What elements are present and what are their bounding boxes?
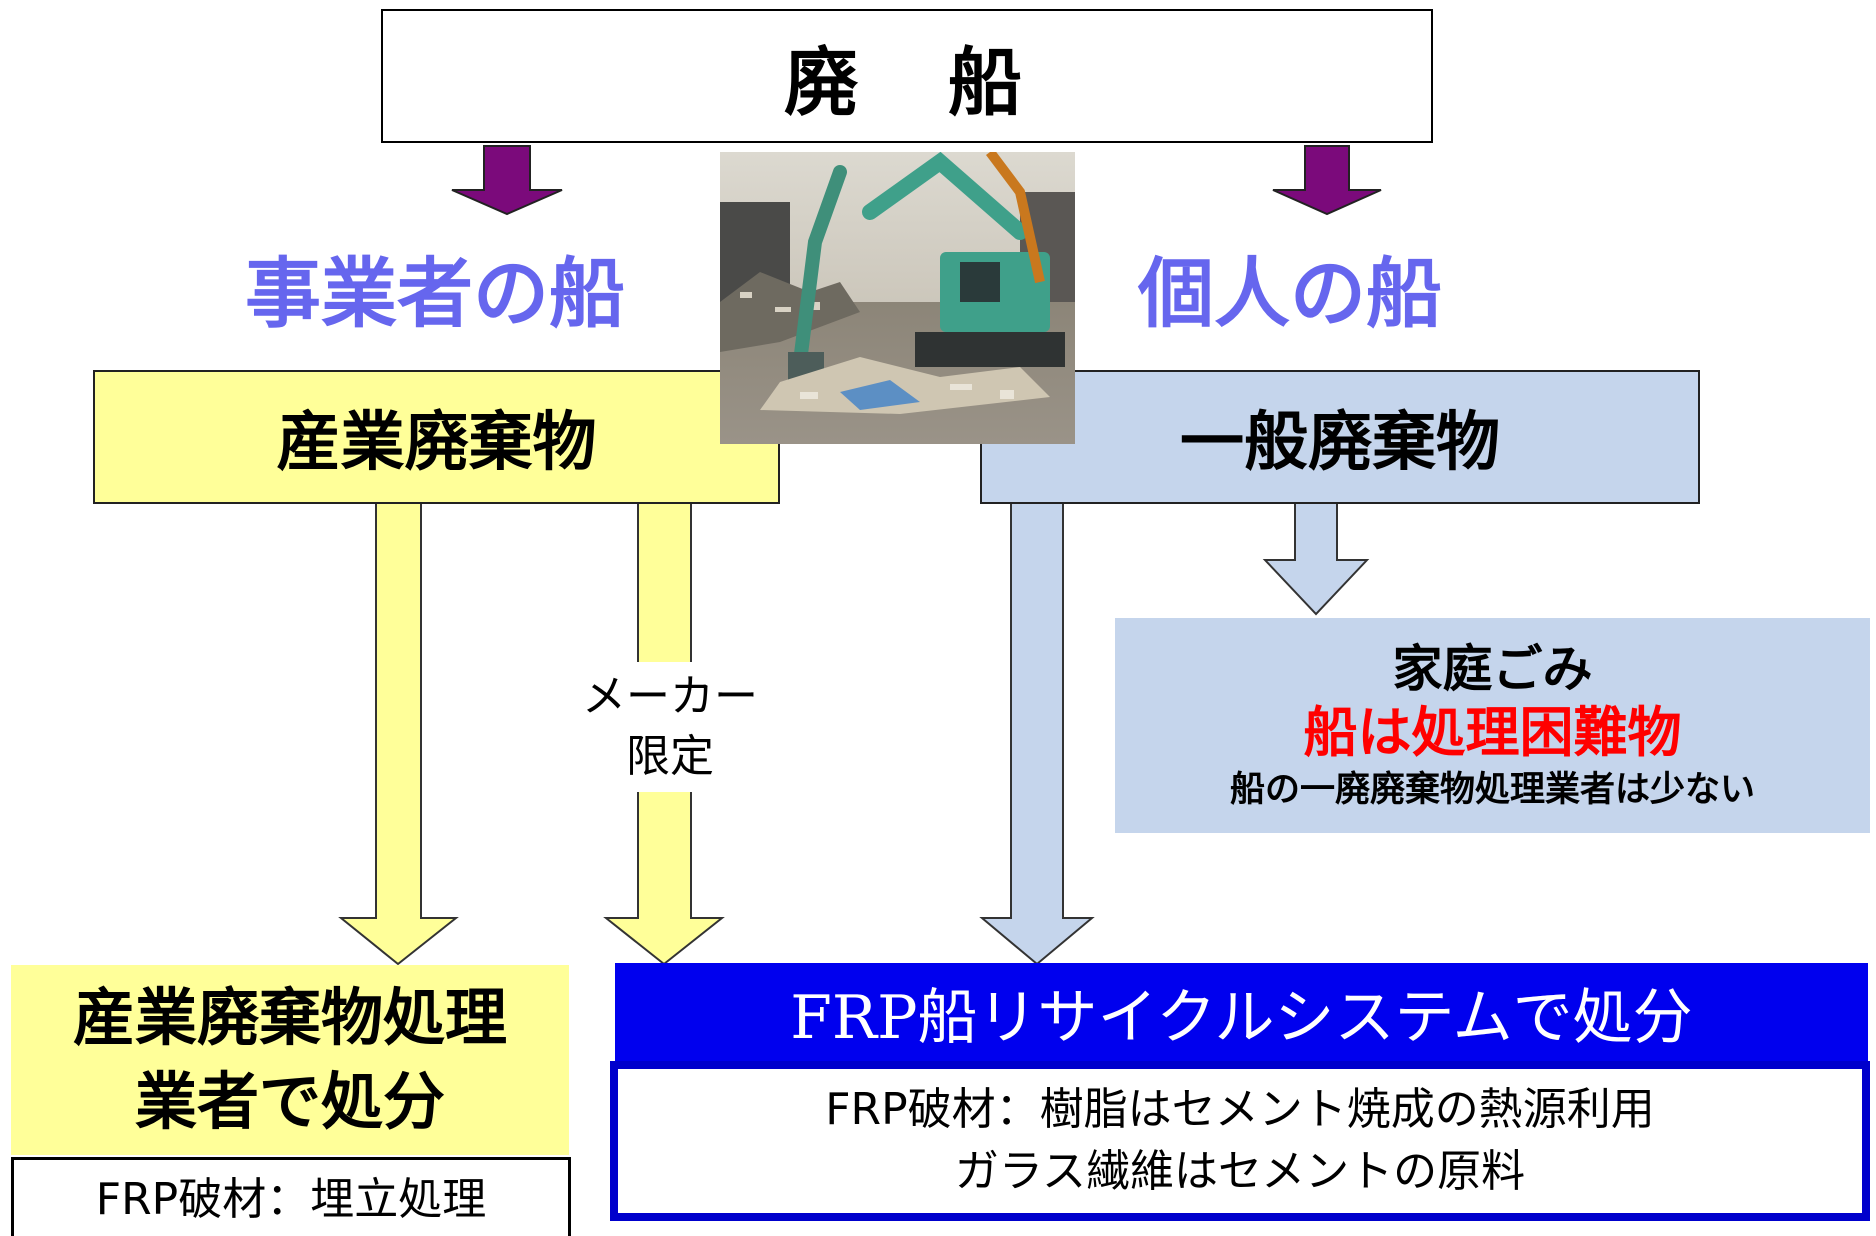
frp-detail-glass-fiber: ガラス繊維はセメントの原料 — [954, 1146, 1526, 1197]
general-waste-box: 一般廃棄物 — [980, 370, 1700, 504]
business-ship-label: 事業者の船 — [245, 249, 625, 338]
difficult-waste-warning: 船は処理困難物 — [1303, 700, 1682, 764]
industrial-waste-label: 産業廃棄物 — [276, 406, 597, 480]
page-title-text: 廃 船 — [784, 39, 1030, 126]
few-processors-note: 船の一廃廃棄物処理業者は少ない — [1229, 769, 1755, 810]
landfill-note-box: FRP破材：埋立処理 — [11, 1157, 571, 1236]
arrow-industrial-to-processor — [338, 502, 459, 966]
excavator-scrapyard-image — [720, 149, 1075, 444]
arrow-title-to-business — [451, 145, 563, 216]
arrow-title-to-personal — [1272, 145, 1382, 216]
frp-detail-resin: FRP破材：樹脂はセメント焼成の熱源利用 — [825, 1084, 1655, 1135]
frp-recycling-details-box: FRP破材：樹脂はセメント焼成の熱源利用 ガラス繊維はセメントの原料 — [610, 1061, 1870, 1221]
industrial-processor-line1: 産業廃棄物処理 — [72, 981, 507, 1054]
page-title: 廃 船 — [381, 9, 1433, 143]
industrial-processor-line2: 業者で処分 — [134, 1065, 445, 1138]
household-waste-label: 家庭ごみ — [1392, 639, 1593, 698]
scrapyard-photo — [720, 149, 1075, 444]
industrial-waste-box: 産業廃棄物 — [93, 370, 780, 504]
general-waste-label: 一般廃棄物 — [1180, 406, 1500, 480]
maker-limited-label: メーカー 限定 — [565, 662, 775, 792]
arrow-general-to-frp-system — [979, 502, 1095, 966]
frp-recycling-system-title: FRP船リサイクルシステムで処分 — [615, 963, 1868, 1061]
maker-label-line2: 限定 — [626, 731, 714, 782]
landfill-note: FRP破材：埋立処理 — [95, 1174, 487, 1225]
household-waste-box: 家庭ごみ 船は処理困難物 船の一廃廃棄物処理業者は少ない — [1115, 618, 1870, 833]
frp-recycling-system-label: FRP船リサイクルシステムで処分 — [790, 982, 1693, 1053]
personal-ship-label: 個人の船 — [1138, 249, 1442, 338]
maker-label-line1: メーカー — [582, 671, 758, 722]
industrial-processor-box: 産業廃棄物処理 業者で処分 — [11, 965, 569, 1155]
arrow-general-to-household — [1262, 502, 1370, 616]
